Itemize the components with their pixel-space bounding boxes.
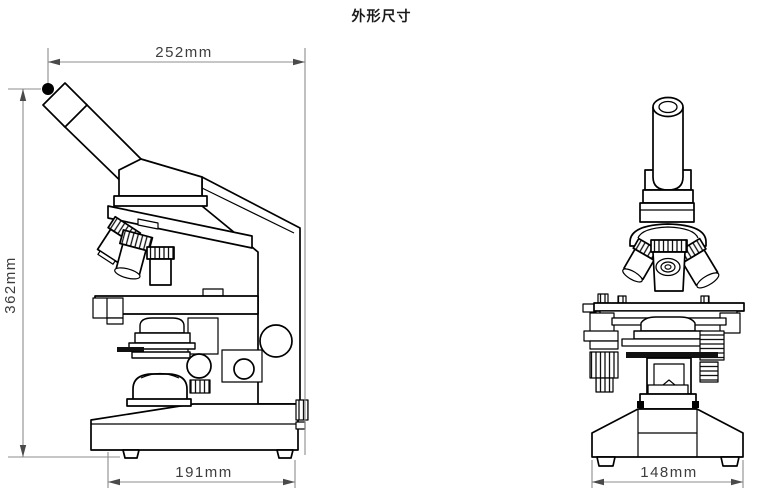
column-clamp-right <box>692 401 699 408</box>
left-knurl-stack-upper <box>589 351 619 379</box>
head <box>118 158 203 197</box>
head-block-upper <box>642 189 694 204</box>
objective-knurl <box>146 246 175 260</box>
condenser-dome <box>139 317 185 334</box>
objective-lens <box>114 267 141 280</box>
base-foot-left <box>596 456 616 467</box>
column-neck <box>647 384 689 395</box>
brightness-knob <box>295 399 309 421</box>
illuminator-dome-top <box>140 372 180 379</box>
left-knurl-stack-lower <box>595 377 614 393</box>
arm-inner-edge <box>201 187 295 234</box>
nosepiece <box>107 205 253 249</box>
knob-stem-knurl <box>189 379 211 394</box>
objective-knurl <box>650 239 688 253</box>
slide-clip-foot <box>106 317 124 325</box>
objective-tip <box>622 268 643 283</box>
head-block-lower <box>639 202 695 223</box>
fine-focus-knob <box>233 358 255 380</box>
arrow <box>108 478 120 486</box>
dimension-arrows <box>19 58 743 486</box>
nosepiece-dome-rim <box>637 226 699 239</box>
left-bar-upper <box>583 330 619 342</box>
iris-bar <box>626 352 718 358</box>
slide-clip <box>92 297 124 319</box>
arrow <box>731 478 743 486</box>
brightness-knob-base <box>295 421 306 430</box>
dim-label-top-width: 252mm <box>155 44 213 61</box>
dimension-labels: 252mm 362mm 191mm 148mm <box>2 44 698 481</box>
objective-middle <box>114 229 154 280</box>
objective-center <box>650 239 688 292</box>
arrow <box>48 58 60 66</box>
arrow <box>592 478 604 486</box>
stage-post-2 <box>617 295 627 304</box>
arrow <box>293 58 305 66</box>
condenser-disc2 <box>128 342 196 350</box>
base-foot-right <box>720 456 740 467</box>
dim-label-front-base: 148mm <box>640 464 698 481</box>
objective-barrel <box>149 258 172 286</box>
dimension-annotations: 252mm 362mm 191mm 148mm <box>2 44 744 488</box>
iris-lever <box>117 347 144 352</box>
arrow <box>283 478 295 486</box>
condenser <box>117 317 196 359</box>
stage-tab <box>202 288 224 297</box>
objective-tip <box>97 250 116 265</box>
right-knurl-stack-lower <box>699 361 719 383</box>
eyepiece-opening-inner <box>658 100 678 114</box>
stage-post-1 <box>597 293 609 304</box>
illuminator-ring <box>126 398 192 407</box>
left-bar-lower <box>589 340 619 350</box>
objective-lens-core <box>664 264 672 270</box>
condenser-disc1 <box>134 332 191 344</box>
head-band <box>113 195 208 207</box>
page-title: 外形尺寸 <box>351 8 412 24</box>
eyepoint-dot <box>42 83 54 95</box>
eyepiece-tube <box>652 107 684 191</box>
base-foot-right <box>276 449 294 459</box>
nosepiece-tab <box>137 218 159 230</box>
condenser-focus-knob <box>186 353 212 379</box>
dim-label-side-base: 191mm <box>175 464 233 481</box>
objective-tip <box>696 272 720 289</box>
condenser-disc3 <box>131 351 191 359</box>
base <box>90 403 299 451</box>
objective-front <box>146 246 175 286</box>
dim-label-overall-height: 362mm <box>2 256 19 314</box>
side-view <box>42 82 309 459</box>
stage-post-3 <box>700 295 710 304</box>
eyepiece-cap <box>42 82 88 128</box>
column-clamp-left <box>637 401 644 408</box>
stage <box>593 302 745 312</box>
arrow <box>19 445 27 457</box>
column <box>639 393 697 410</box>
front-view <box>582 96 745 467</box>
condenser-ring <box>633 330 703 340</box>
condenser-dome <box>640 316 696 332</box>
base-foot-left <box>122 449 140 459</box>
coarse-focus-knob <box>259 324 293 358</box>
arrow <box>19 89 27 101</box>
